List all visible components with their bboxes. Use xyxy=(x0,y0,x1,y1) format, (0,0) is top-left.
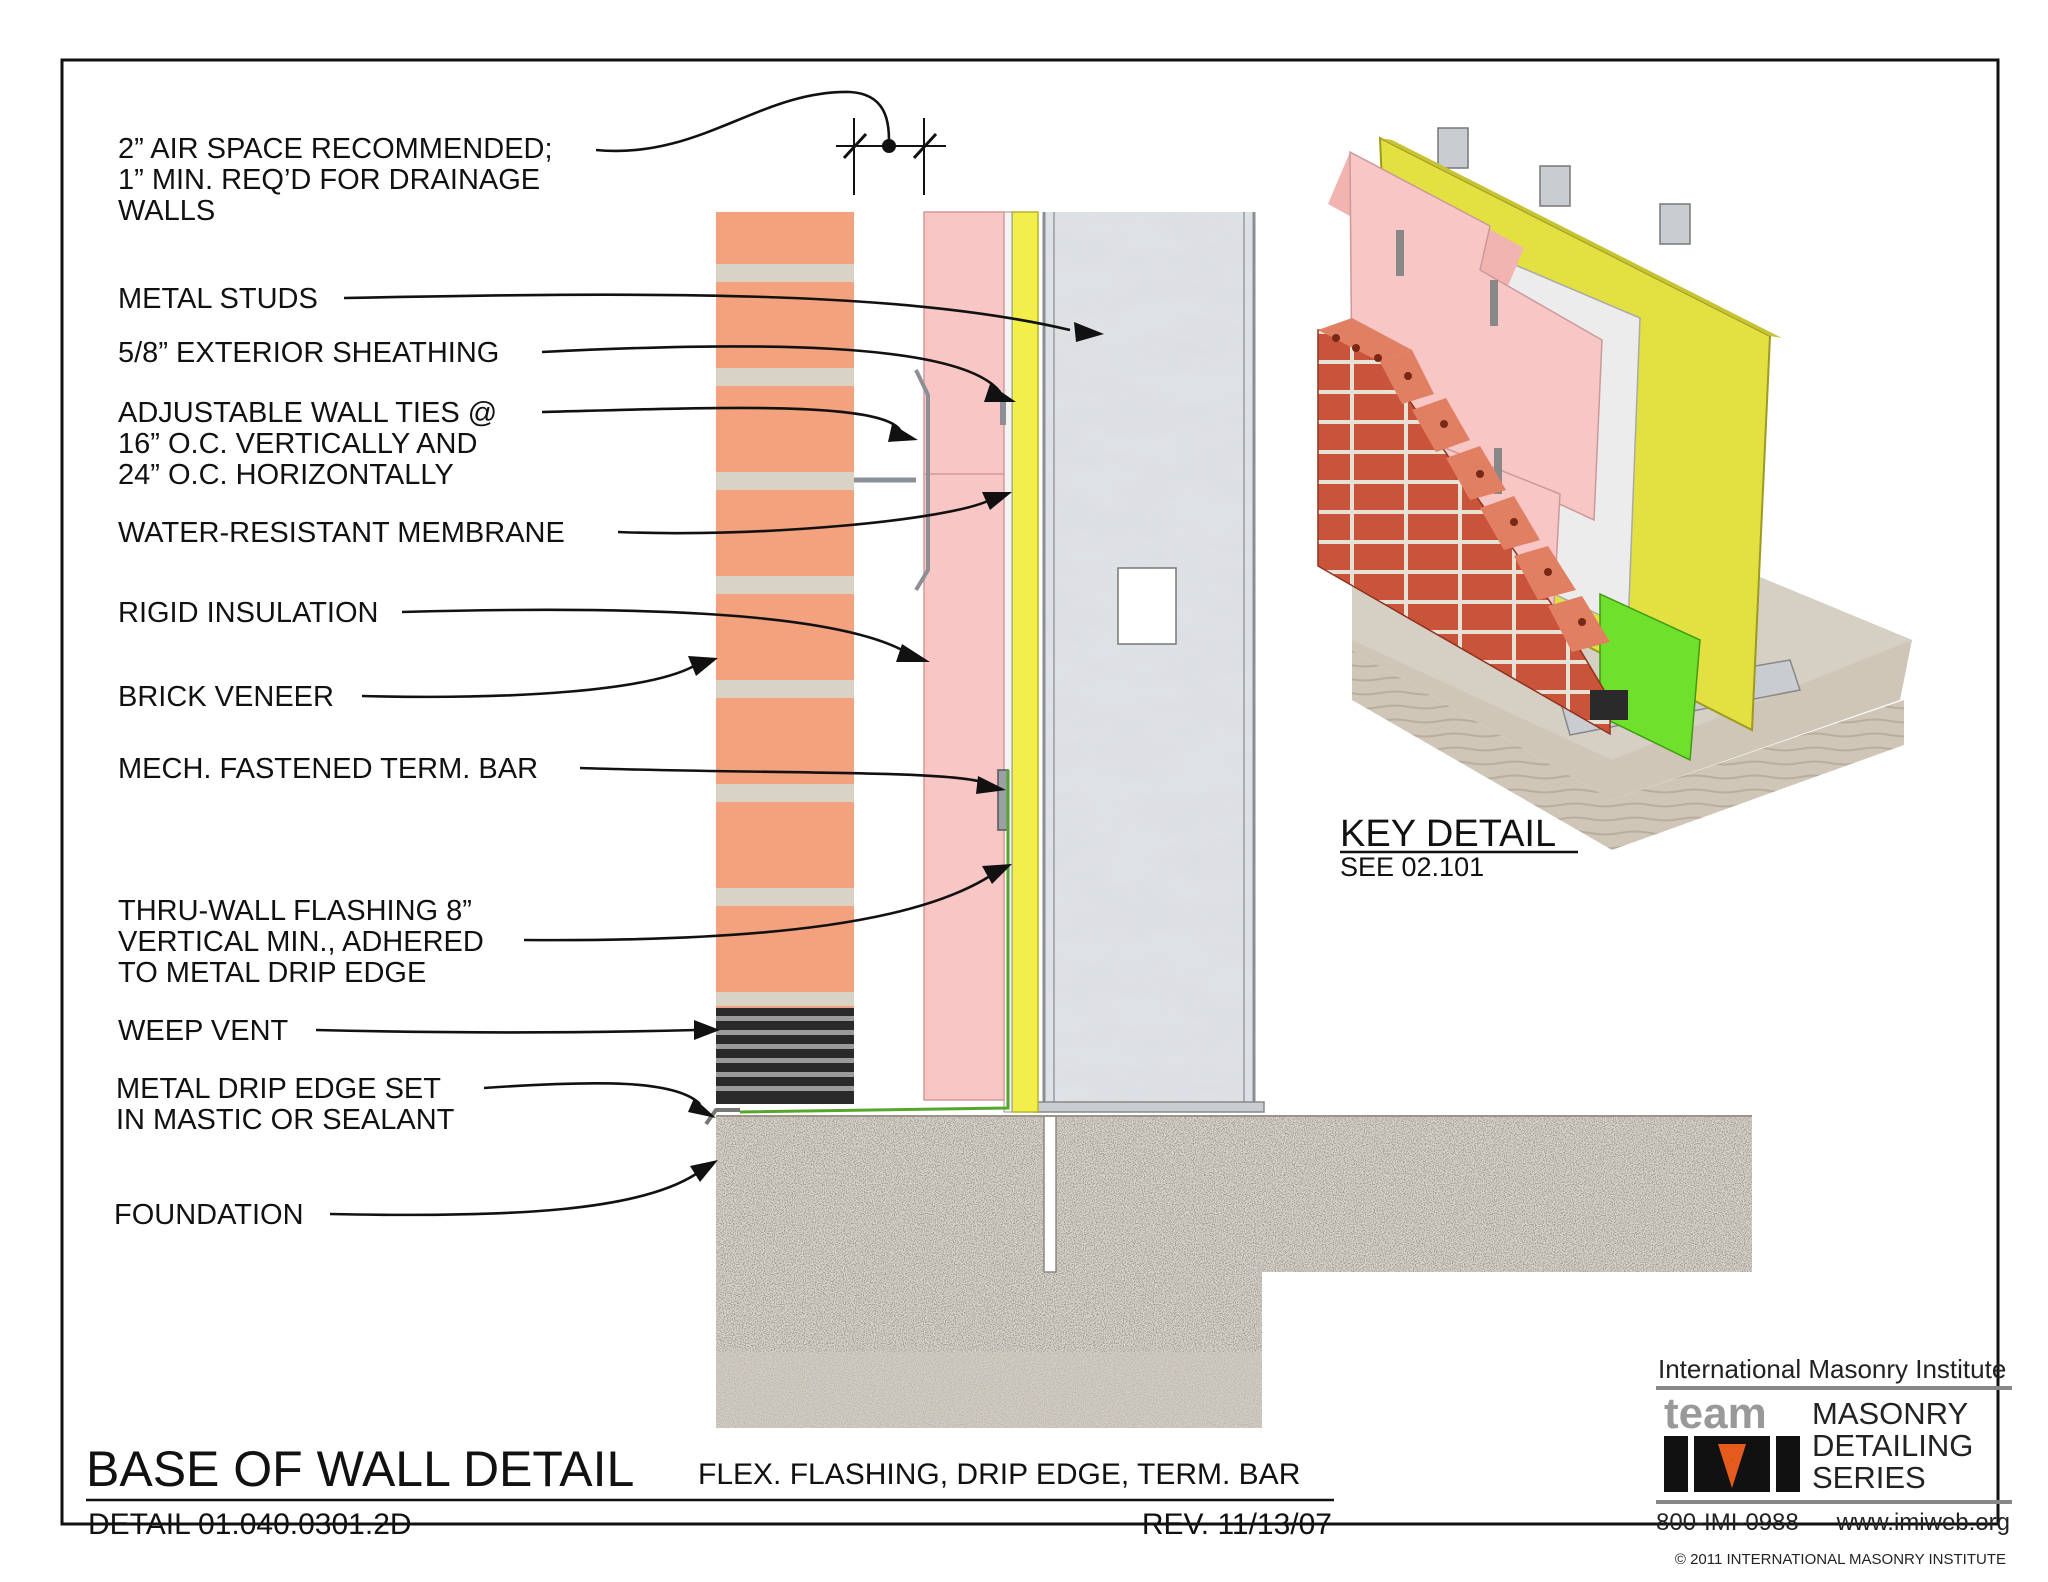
callout-labels: 2” AIR SPACE RECOMMENDED; 1” MIN. REQ’D … xyxy=(114,133,565,1231)
leader-lines xyxy=(315,90,1104,1217)
foundation xyxy=(716,1115,1752,1428)
weep-vent xyxy=(716,1008,854,1104)
callout-air-space: 2” AIR SPACE RECOMMENDED; 1” MIN. REQ’D … xyxy=(118,133,561,227)
wall-section xyxy=(704,118,1752,1428)
logo-team: team xyxy=(1664,1389,1767,1438)
callout-metal-studs: METAL STUDS xyxy=(118,283,318,315)
thru-wall-flashing xyxy=(739,770,1010,1114)
key-detail-title: KEY DETAIL xyxy=(1340,813,1556,855)
copyright: © 2011 INTERNATIONAL MASONRY INSTITUTE xyxy=(1675,1551,2006,1568)
callout-flashing: THRU-WALL FLASHING 8” VERTICAL MIN., ADH… xyxy=(118,895,492,989)
callout-weep-vent: WEEP VENT xyxy=(118,1015,289,1047)
drawing-subtitle: FLEX. FLASHING, DRIP EDGE, TERM. BAR xyxy=(698,1458,1300,1491)
callout-insulation: RIGID INSULATION xyxy=(118,597,379,629)
phone-number: 800-IMI-0988 xyxy=(1656,1509,1799,1536)
air-space-dimension xyxy=(836,118,946,195)
organization-name: International Masonry Institute xyxy=(1658,1354,2006,1384)
drawing-title: BASE OF WALL DETAIL xyxy=(86,1441,634,1497)
imi-logo-icon: IMI xyxy=(1664,1436,1800,1492)
rigid-insulation xyxy=(923,211,1005,1101)
callout-foundation: FOUNDATION xyxy=(114,1199,304,1231)
series-line-1: MASONRY xyxy=(1812,1396,1968,1431)
revision-date: REV. 11/13/07 xyxy=(1142,1508,1332,1541)
callout-term-bar: MECH. FASTENED TERM. BAR xyxy=(118,753,538,785)
imi-branding: International Masonry Institute team IMI… xyxy=(1656,1354,2012,1568)
sheet-border xyxy=(60,58,2000,1526)
key-detail-reference: SEE 02.101 xyxy=(1340,852,1484,882)
callout-brick: BRICK VENEER xyxy=(118,681,334,713)
brick-veneer xyxy=(716,212,854,1016)
callout-wall-ties: ADJUSTABLE WALL TIES @ 16” O.C. VERTICAL… xyxy=(118,397,505,491)
series-line-3: SERIES xyxy=(1812,1460,1926,1495)
callout-membrane: WATER-RESISTANT MEMBRANE xyxy=(118,517,565,549)
exterior-sheathing xyxy=(1011,211,1039,1113)
svg-text:IMI: IMI xyxy=(1731,1459,1733,1461)
callout-drip-edge: METAL DRIP EDGE SET IN MASTIC OR SEALANT xyxy=(116,1073,455,1136)
series-line-2: DETAILING xyxy=(1812,1428,1973,1463)
metal-drip-edge xyxy=(704,1108,740,1126)
stud-knockout xyxy=(1117,567,1177,645)
website: www.imiweb.org xyxy=(1836,1509,2010,1536)
callout-sheathing: 5/8” EXTERIOR SHEATHING xyxy=(118,337,499,369)
title-block: BASE OF WALL DETAIL FLEX. FLASHING, DRIP… xyxy=(86,1441,1334,1541)
detail-number: DETAIL 01.040.0301.2D xyxy=(88,1508,412,1541)
key-detail-illustration xyxy=(1317,127,1912,850)
